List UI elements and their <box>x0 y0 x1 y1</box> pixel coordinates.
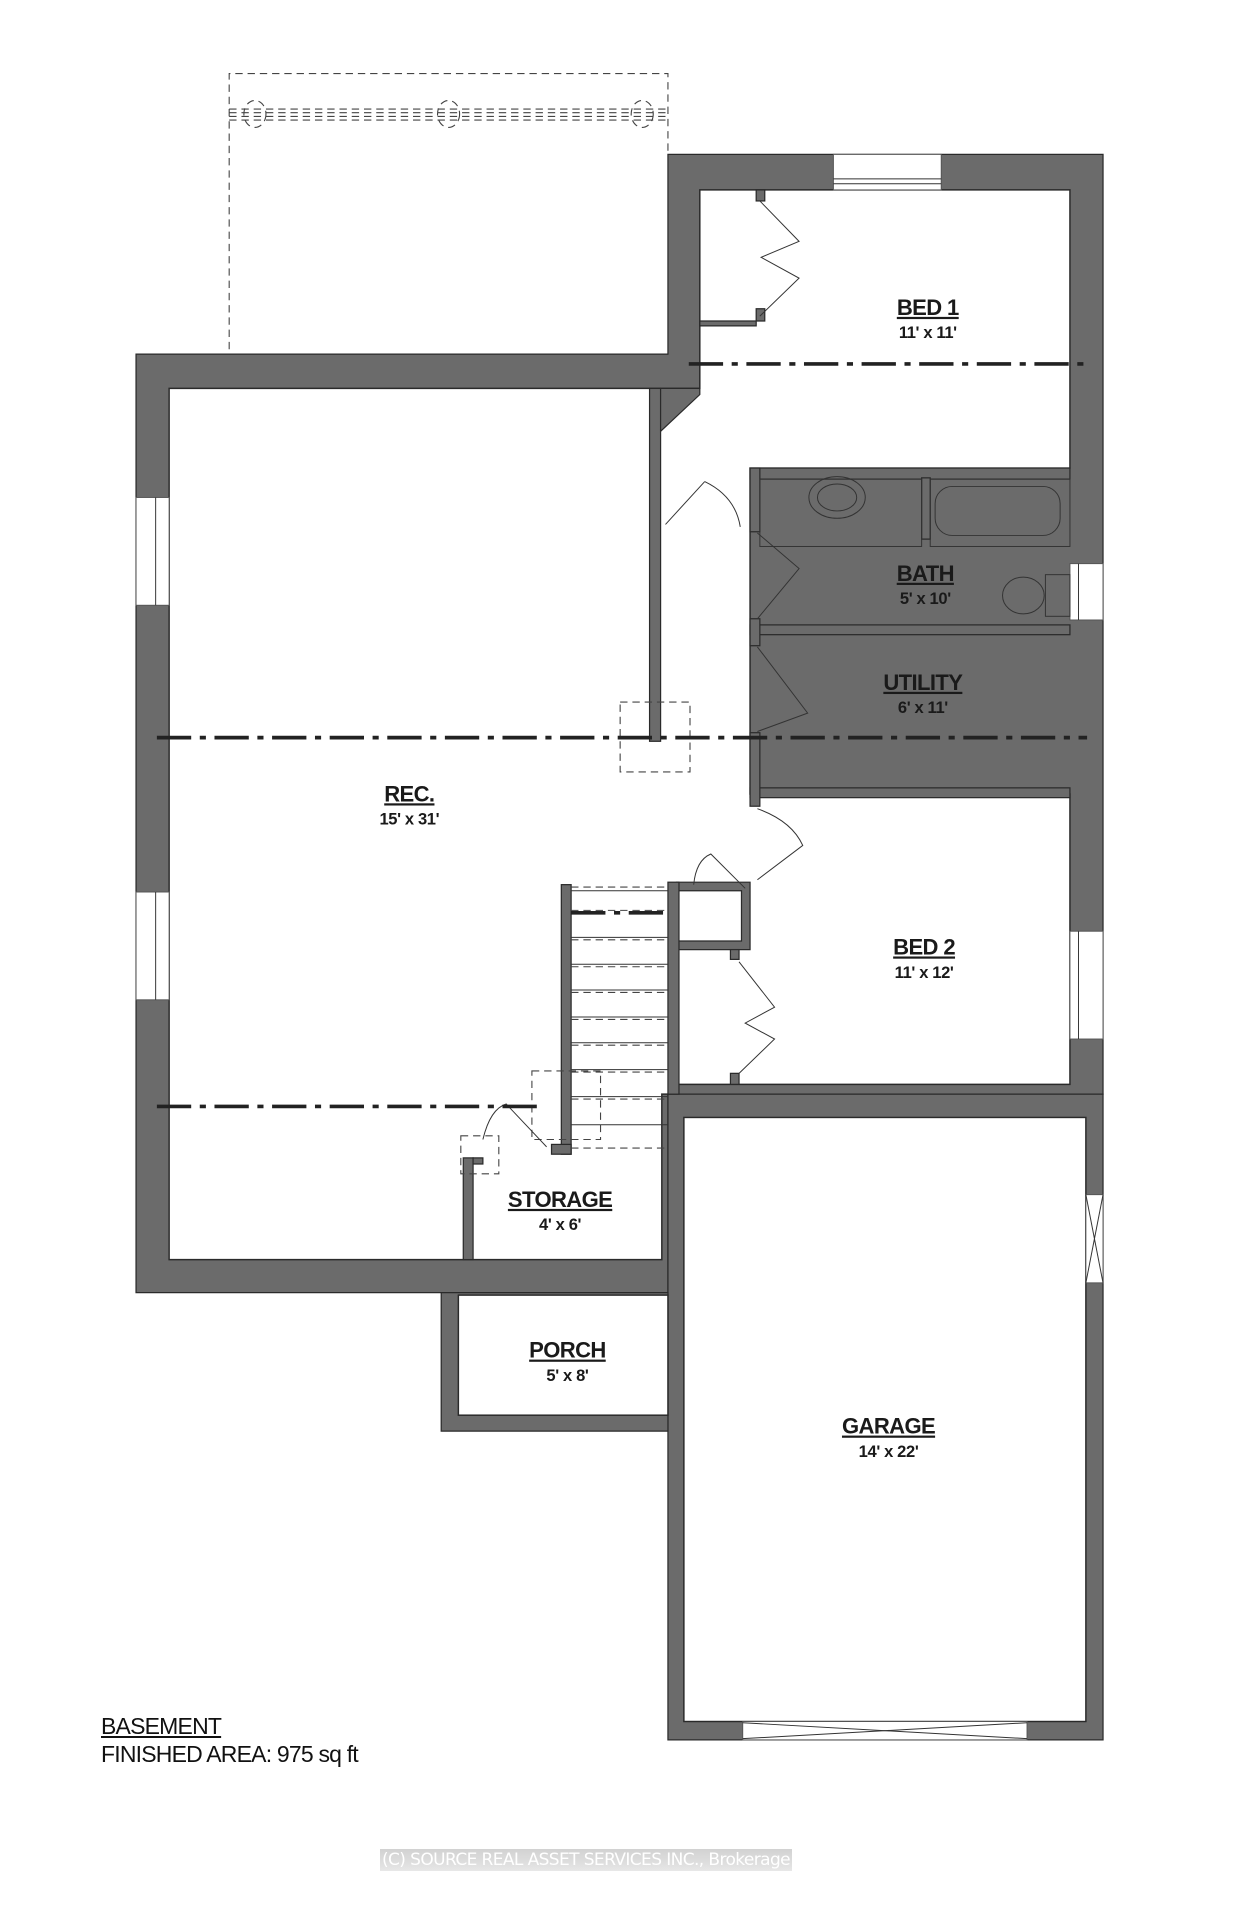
stairs <box>460 886 668 1175</box>
finished-area: FINISHED AREA: 975 sq ft <box>101 1741 359 1767</box>
window-bed2 <box>1069 930 1104 1040</box>
room-label-porch: PORCH 5' x 8' <box>529 1338 606 1385</box>
svg-text:11' x 12': 11' x 12' <box>895 963 954 982</box>
svg-text:15' x 31': 15' x 31' <box>379 810 439 829</box>
window-bed1 <box>832 153 942 191</box>
svg-text:5' x 10': 5' x 10' <box>900 589 951 608</box>
bathtub <box>929 478 1071 547</box>
svg-text:UTILITY: UTILITY <box>883 670 963 695</box>
svg-text:PORCH: PORCH <box>529 1338 606 1363</box>
porch-walls <box>440 1292 669 1432</box>
post-icon <box>630 99 654 128</box>
svg-text:REC.: REC. <box>384 781 434 806</box>
bath-fixtures <box>759 476 1071 617</box>
window-rec-upper <box>135 496 170 606</box>
svg-text:BATH: BATH <box>897 561 954 586</box>
post-icon <box>243 99 267 128</box>
garage-walls <box>667 1093 1104 1741</box>
beam-lines <box>156 362 1088 1109</box>
deck-outline <box>228 72 669 350</box>
svg-text:4' x 6': 4' x 6' <box>539 1215 581 1234</box>
svg-text:11' x 11': 11' x 11' <box>899 323 957 342</box>
room-label-bed2: BED 2 11' x 12' <box>893 934 956 982</box>
svg-text:6' x 11': 6' x 11' <box>898 698 948 717</box>
exterior-walls <box>135 153 1104 1294</box>
room-label-storage: STORAGE 4' x 6' <box>508 1187 613 1234</box>
doors <box>482 200 809 1148</box>
post-icon <box>436 99 461 128</box>
window-rec-lower <box>135 891 170 1001</box>
interior-walls <box>462 189 1071 1261</box>
room-label-utility: UTILITY 6' x 11' <box>883 670 964 717</box>
watermark: (C) SOURCE REAL ASSET SERVICES INC., Bro… <box>380 1849 793 1871</box>
room-label-rec: REC. 15' x 31' <box>379 781 440 829</box>
sink-icon <box>808 476 866 519</box>
level-title: BASEMENT <box>101 1713 222 1739</box>
window-bath <box>1069 563 1104 621</box>
svg-text:14' x 22': 14' x 22' <box>859 1442 919 1461</box>
toilet-icon <box>1002 576 1045 615</box>
vanity <box>759 478 923 547</box>
svg-text:GARAGE: GARAGE <box>842 1414 935 1439</box>
svg-text:STORAGE: STORAGE <box>508 1187 612 1212</box>
svg-text:BED 2: BED 2 <box>893 934 955 959</box>
svg-text:5' x 8': 5' x 8' <box>546 1366 588 1385</box>
room-label-bed1: BED 1 11' x 11' <box>897 295 960 342</box>
svg-text:BED 1: BED 1 <box>897 295 959 320</box>
room-label-bath: BATH 5' x 10' <box>897 561 955 608</box>
room-label-garage: GARAGE 14' x 22' <box>842 1414 936 1461</box>
windows <box>135 153 1104 1040</box>
